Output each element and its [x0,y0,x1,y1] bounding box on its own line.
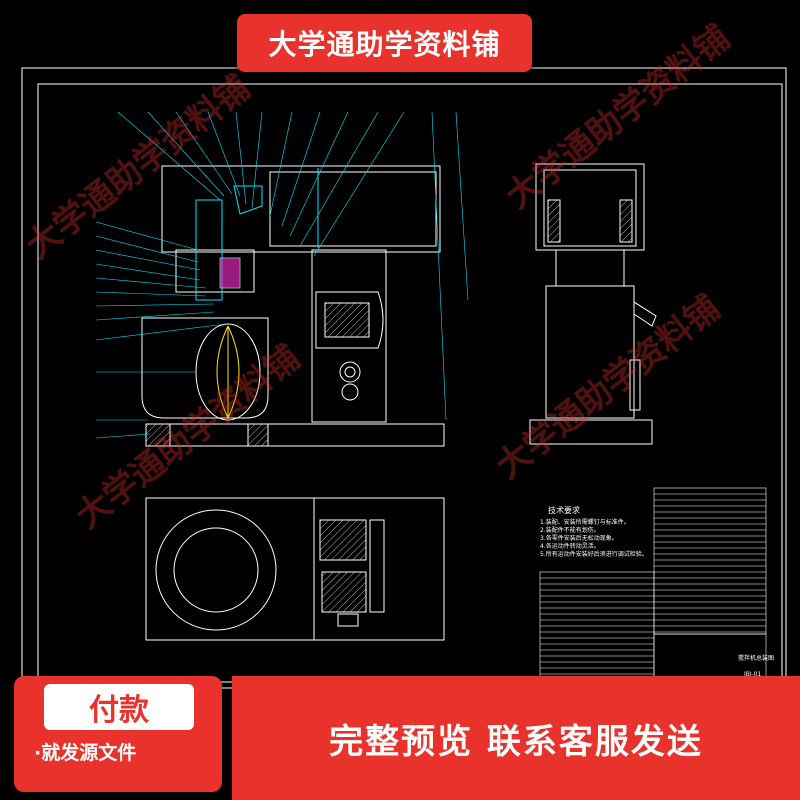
tech-title: 技术要求 [548,505,580,515]
tech-line: 5.所有运动件安装好后须进行调试检验。 [540,550,648,558]
pay-subtitle: ·就发源文件 [34,742,137,764]
title-block: 搅拌机总装图 JBJ-01 [738,654,774,678]
title-block-name: 搅拌机总装图 [738,654,774,662]
tech-line: 2.装配件不能有划伤。 [540,526,600,534]
top-banner: 大学通助学资料铺 [237,14,532,72]
pay-title: 付款 [44,684,194,730]
parts-list [539,487,767,681]
top-view [145,497,445,641]
leader-lines [95,111,469,439]
pay-box[interactable]: 付款 ·就发源文件 [14,676,222,792]
tech-line: 3.各零件安装后无松动现象。 [540,534,618,542]
contact-text: 完整预览 联系客服发送 [329,721,703,762]
sheet-inner-frame [37,83,783,683]
side-view [529,163,657,445]
banner-title: 大学通助学资料铺 [268,28,501,61]
title-block-code: JBJ-01 [743,671,761,678]
front-view [141,165,445,447]
tech-requirements: 技术要求 1.装配、安装所需螺钉与标准件。 2.装配件不能有划伤。 3.各零件安… [540,505,648,558]
tech-line: 4.各运动件转动灵活。 [540,542,600,550]
contact-banner[interactable]: 完整预览 联系客服发送 [232,676,800,800]
sheet-outer-frame [21,67,787,689]
tech-line: 1.装配、安装所需螺钉与标准件。 [540,518,630,526]
